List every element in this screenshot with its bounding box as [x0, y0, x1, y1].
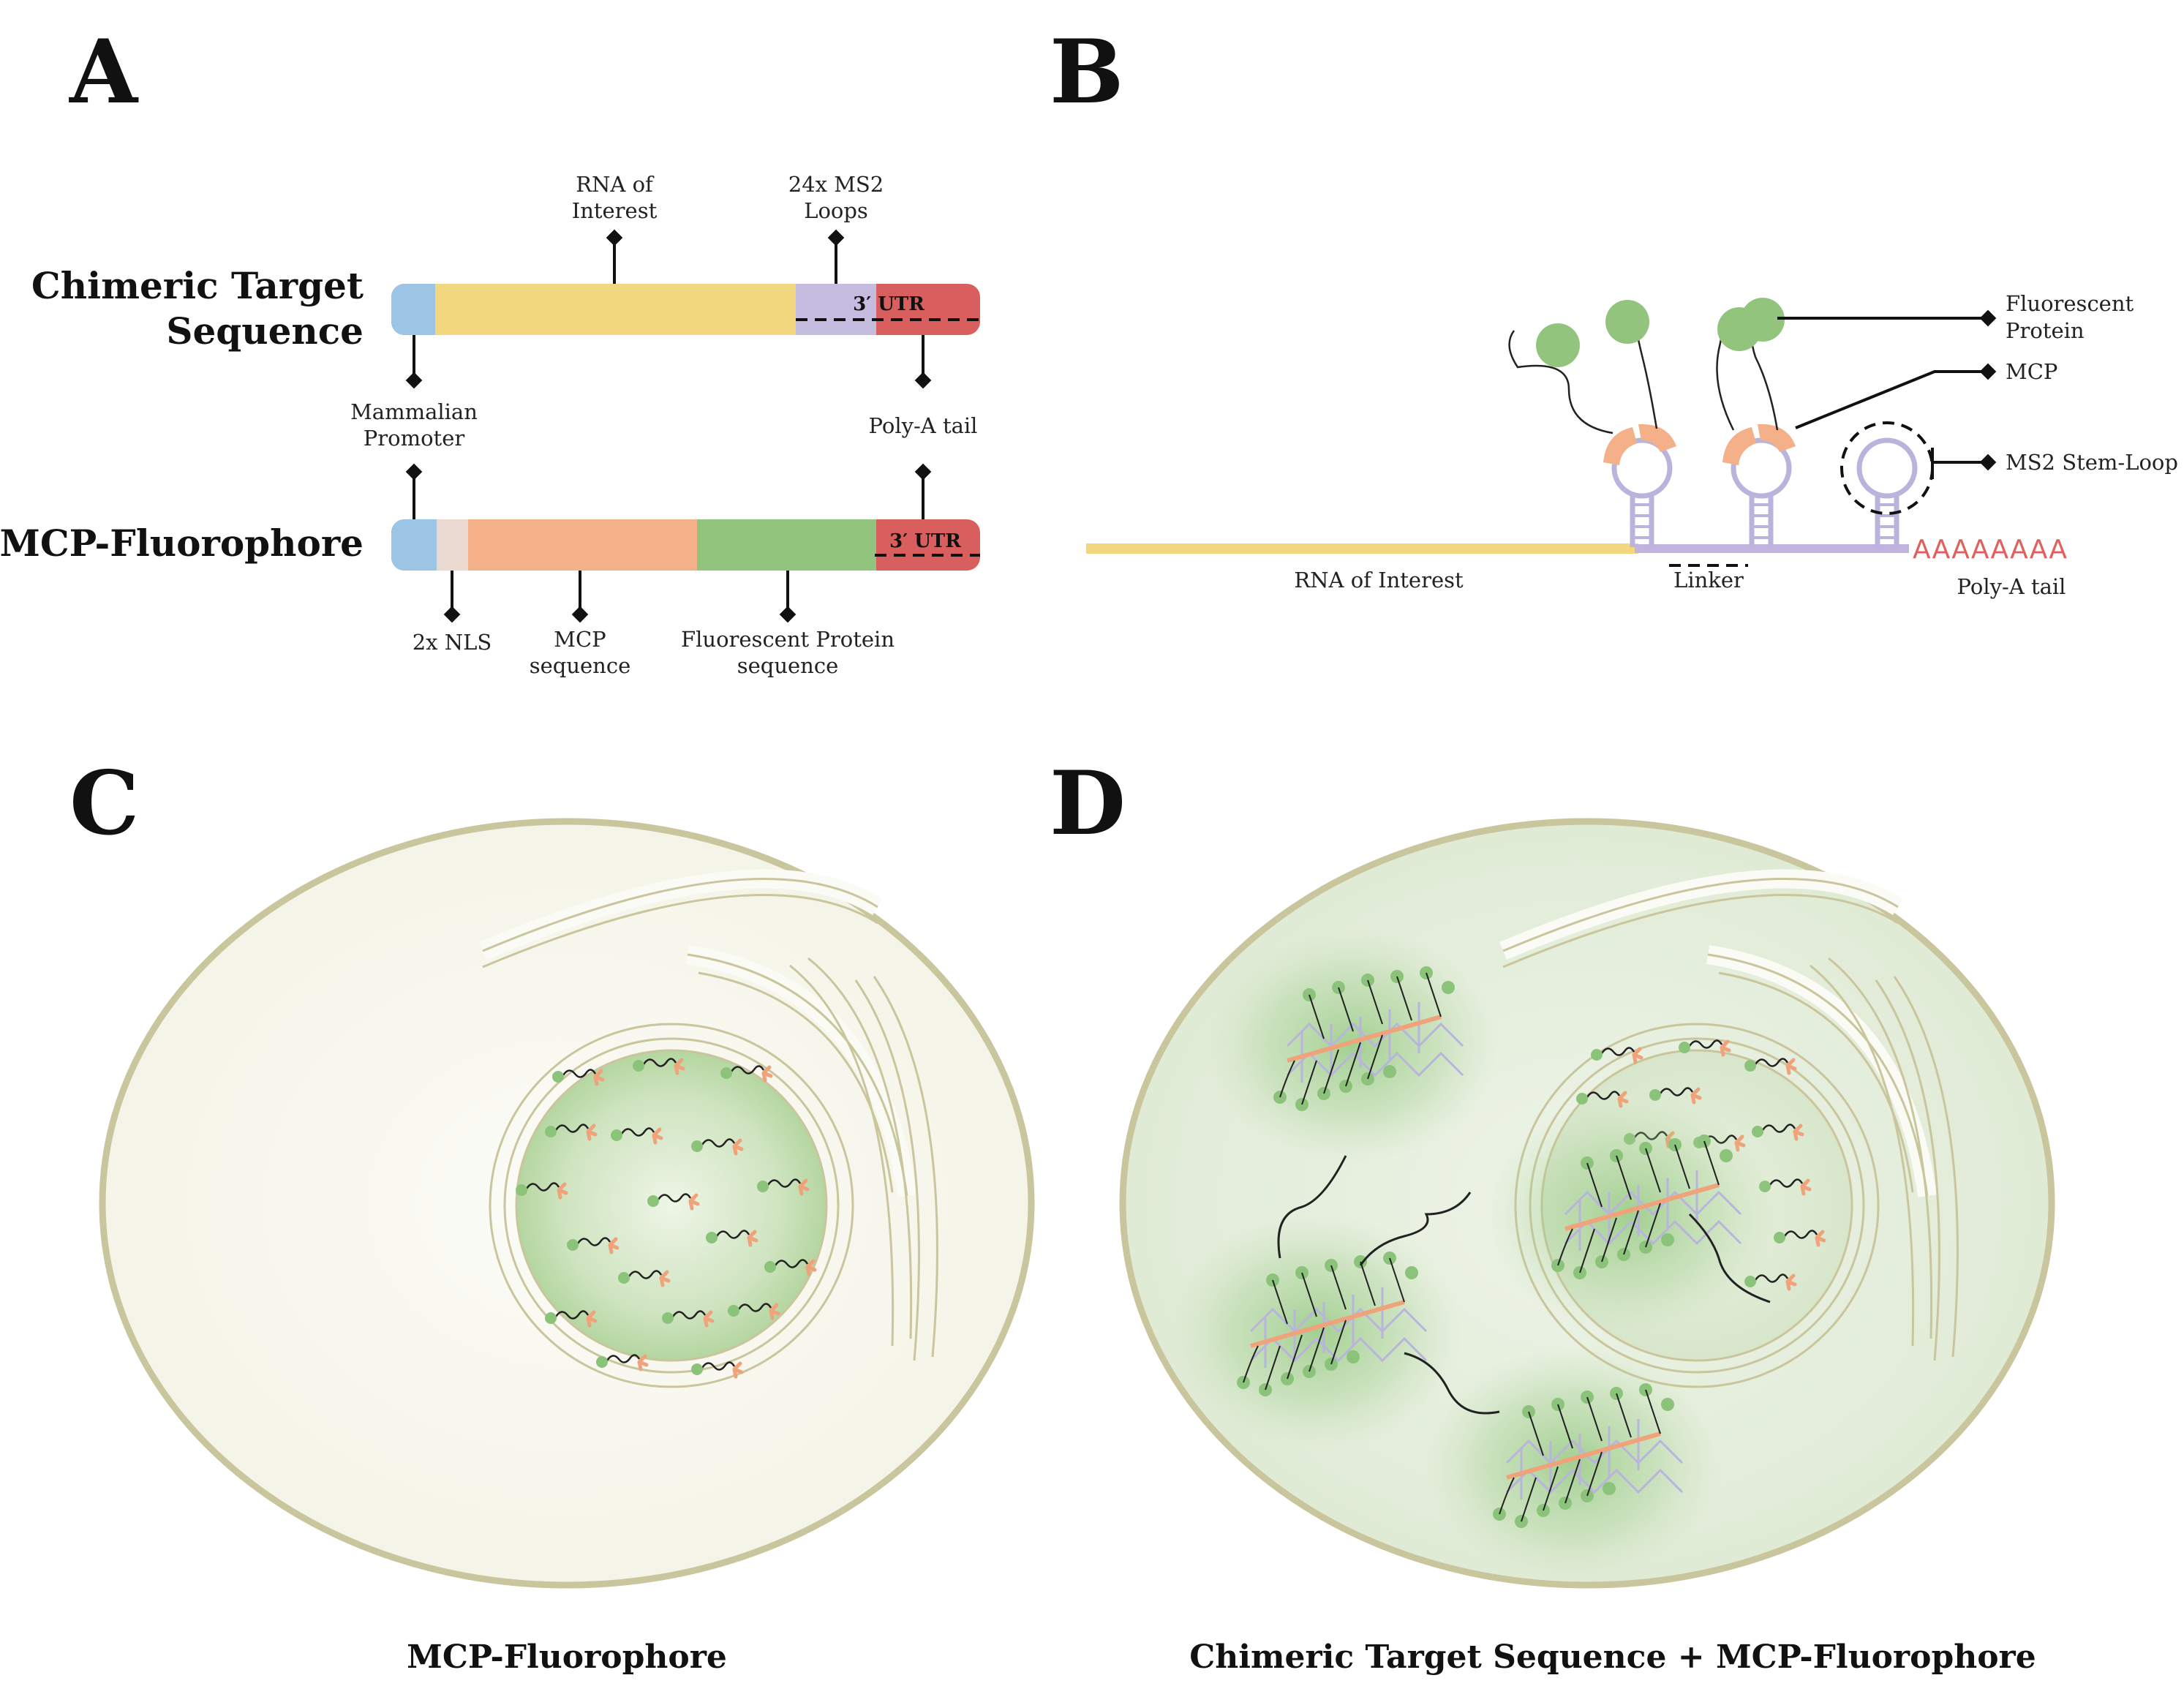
nls-label: 2x NLS: [413, 630, 492, 655]
mcp-dimer-1b: [1638, 424, 1676, 452]
mcp-label-b: MCP: [2006, 359, 2057, 384]
mrna-schematic: [1086, 298, 1934, 567]
panel-letter-c: C: [69, 752, 140, 855]
mcp-fluorophore-title: MCP-Fluorophore: [0, 522, 364, 565]
polya-tail-label-a: Poly-A tail: [869, 413, 978, 438]
stem-loop-2: [1731, 437, 1792, 547]
polya-tail-label-b: Poly-A tail: [1957, 574, 2066, 599]
chimeric-construct-bar: 3′ UTR: [391, 284, 980, 335]
rna-of-interest-label-b: RNA of Interest: [1294, 568, 1464, 592]
er-membranes-d: [1499, 869, 1959, 1361]
mcp-dimer-1a: [1603, 427, 1637, 465]
mcp-sequence-label-2: sequence: [530, 653, 631, 678]
polya-sequence: AAAAAAAA: [1913, 535, 2068, 565]
ms2-loops-segment: [796, 284, 876, 335]
mammalian-promoter-label-2: Promoter: [364, 426, 465, 451]
fp-2: [1605, 300, 1649, 344]
linker-label: Linker: [1673, 568, 1744, 592]
panel-letter-a: A: [69, 20, 139, 124]
mcp-sequence-label-1: MCP: [554, 627, 606, 652]
utr-label-top: 3′ UTR: [853, 293, 925, 315]
mcp-dimer-2b: [1758, 424, 1796, 452]
chimeric-title-line1: Chimeric Target: [31, 264, 364, 307]
mcp-dimer-2a: [1722, 427, 1756, 465]
cell-c: [99, 818, 1035, 1589]
stem-loop-3: [1856, 437, 1918, 547]
caption-d: Chimeric Target Sequence + MCP-Fluoropho…: [1189, 1638, 2036, 1676]
ms2-highlight-circle: [1840, 421, 1934, 515]
utr-label-bottom: 3′ UTR: [889, 530, 961, 552]
stem-loop-1: [1611, 437, 1673, 547]
fluorescent-protein-segment: [697, 519, 876, 571]
fp-sequence-label-1: Fluorescent Protein: [681, 627, 895, 652]
rna-of-interest-segment: [435, 284, 797, 335]
mammalian-promoter-label-1: Mammalian: [350, 399, 478, 424]
cell-d: [1119, 818, 2055, 1589]
panel-letter-b: B: [1050, 20, 1123, 124]
mcp-segment: [468, 519, 698, 571]
fp-label-1: Fluorescent: [2006, 291, 2134, 316]
fp-4: [1741, 298, 1785, 342]
mrna-cluster-nuclear: [1485, 1097, 1777, 1331]
fp-1: [1536, 323, 1580, 367]
er-membranes-c: [478, 869, 938, 1361]
fp-label-2: Protein: [2006, 318, 2085, 343]
rna-of-interest-label-2: Interest: [572, 198, 658, 223]
mrna-cluster-1: [1207, 929, 1499, 1163]
panel-letter-d: D: [1050, 752, 1126, 855]
ms2-loops-label-2: Loops: [804, 198, 868, 223]
caption-c: MCP-Fluorophore: [407, 1638, 727, 1676]
mrna-tails-d: [1277, 1155, 1771, 1415]
mcp-construct-bar: 3′ UTR: [391, 519, 980, 571]
fp-sequence-label-2: sequence: [737, 653, 839, 678]
mrna-cluster-2: [1170, 1214, 1463, 1448]
ms2-loops-label-1: 24x MS2: [788, 172, 884, 197]
rna-of-interest-label-1: RNA of: [576, 172, 655, 197]
chimeric-title-line2: Sequence: [166, 309, 364, 353]
nls-segment: [437, 519, 470, 571]
ms2-stem-loop-label: MS2 Stem-Loop: [2006, 450, 2178, 475]
mrna-cluster-3: [1426, 1346, 1719, 1580]
